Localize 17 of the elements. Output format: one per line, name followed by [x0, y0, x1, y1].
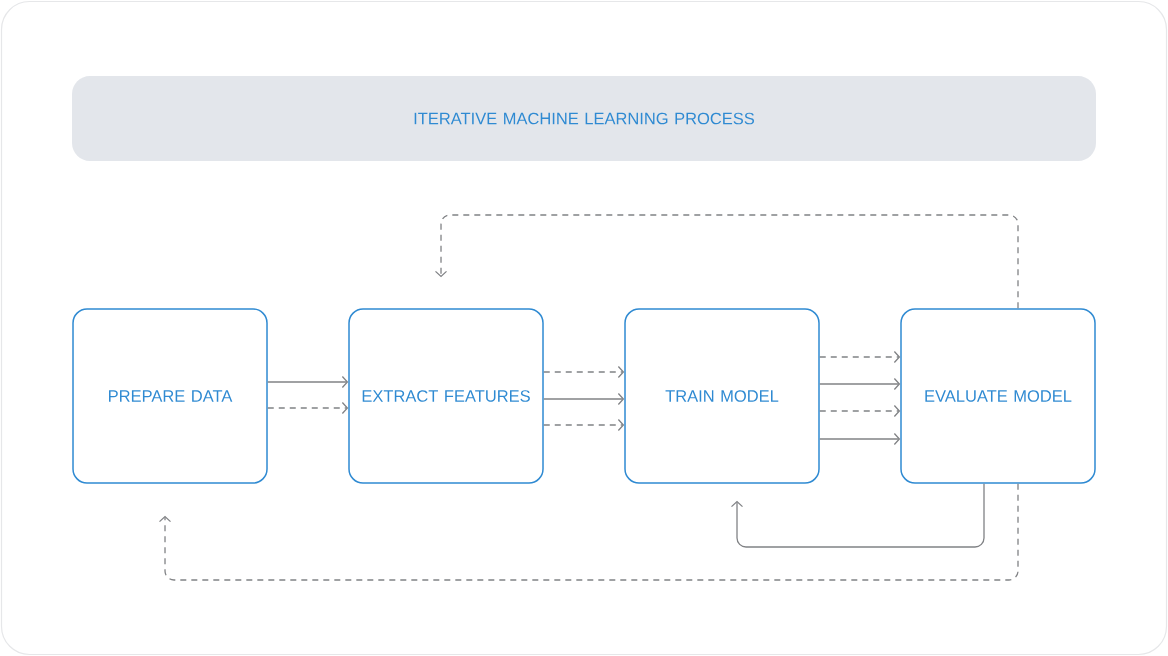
- arrow: [543, 365, 625, 379]
- process-box: EVALUATE MODEL: [900, 308, 1096, 484]
- arrow: [267, 401, 349, 415]
- process-box: TRAIN MODEL: [624, 308, 820, 484]
- arrow: [543, 392, 625, 406]
- arrow: [819, 377, 901, 391]
- arrow: [434, 214, 1019, 309]
- arrow: [267, 375, 349, 389]
- arrow: [543, 418, 625, 432]
- process-box: PREPARE DATA: [72, 308, 268, 484]
- title-banner: ITERATIVE MACHINE LEARNING PROCESS: [72, 76, 1096, 161]
- process-box: EXTRACT FEATURES: [348, 308, 544, 484]
- arrow: [819, 404, 901, 418]
- arrow: [819, 432, 901, 446]
- arrow: [158, 483, 1019, 581]
- arrow: [730, 483, 985, 548]
- arrow: [819, 350, 901, 364]
